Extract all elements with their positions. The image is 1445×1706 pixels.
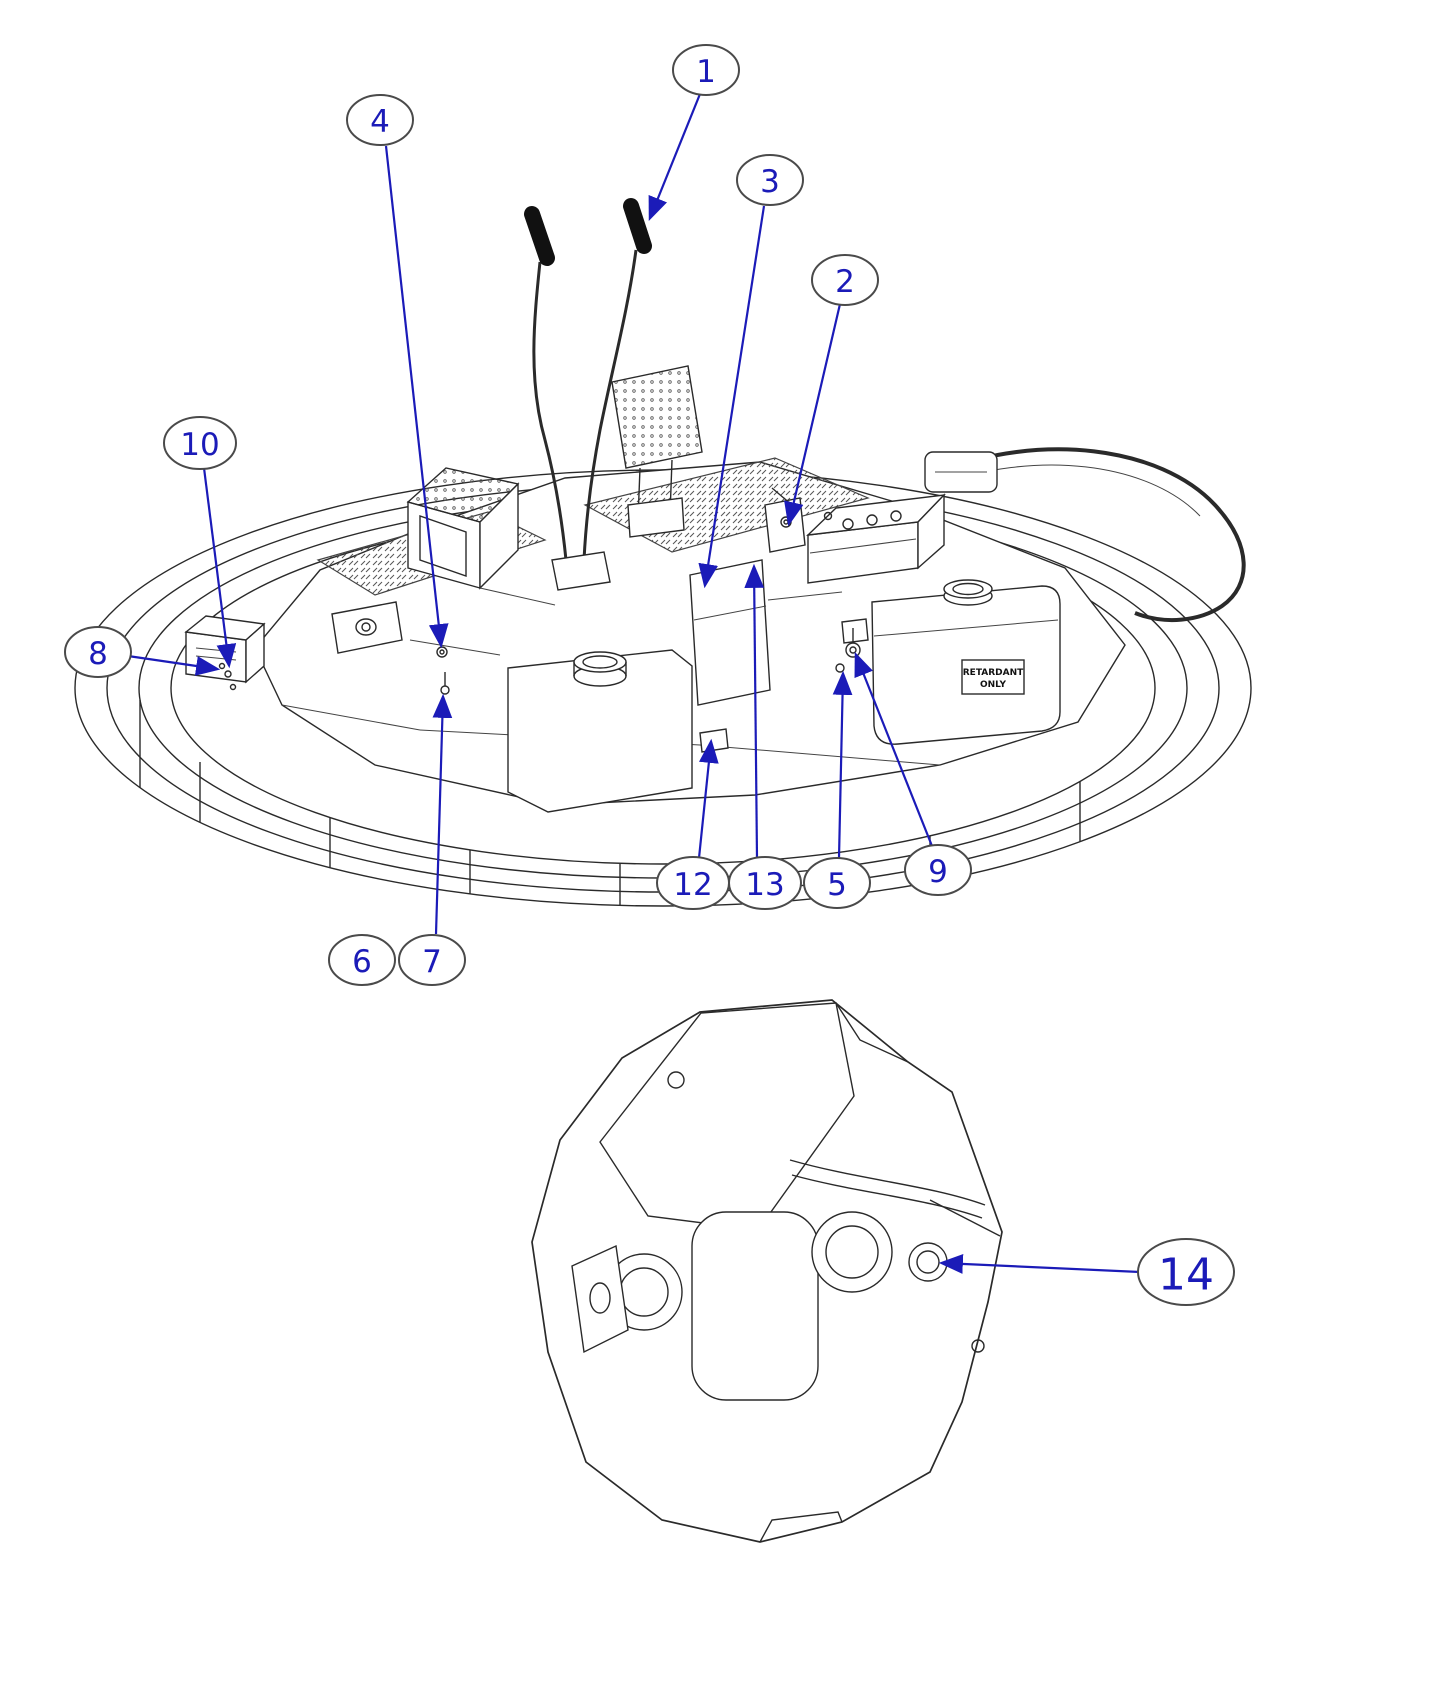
leader-12: [697, 738, 719, 859]
callout-6-label: 6: [352, 944, 372, 980]
battery: [806, 493, 946, 584]
cover-side-hole-callout-14: [908, 1242, 948, 1282]
callout-5-label: 5: [827, 867, 847, 903]
callout-1-label: 1: [696, 54, 716, 90]
right-lever-grip: [623, 198, 652, 254]
callout-12-label: 12: [673, 867, 712, 903]
leader-13: [744, 563, 765, 859]
leader-8: [127, 654, 221, 676]
perforated-stand: [406, 467, 520, 590]
right-lever-shaft: [582, 249, 638, 561]
control-levers: [524, 198, 652, 591]
leader-2: [784, 303, 842, 527]
left-bracket: [331, 601, 403, 654]
trowel-machine-top-view: RETARDANT ONLY: [74, 198, 1252, 907]
clutch-cover-detail-view: [531, 999, 1003, 1543]
callout-13: 13: [728, 856, 802, 910]
leader-14: [938, 1254, 1141, 1274]
callout-5: 5: [803, 857, 871, 909]
callout-13-label: 13: [745, 867, 784, 903]
callout-4-label: 4: [370, 104, 390, 140]
left-lever-grip: [524, 206, 555, 266]
callout-3-label: 3: [760, 164, 780, 200]
right-tank: RETARDANT ONLY: [871, 579, 1061, 745]
left-tank: [507, 649, 693, 813]
callout-9-label: 9: [928, 854, 948, 890]
leader-arrows: [127, 93, 1141, 1274]
leader-3: [698, 205, 766, 589]
cover-center-recess: [691, 1211, 819, 1401]
callout-3: 3: [736, 154, 804, 206]
leader-7: [432, 693, 453, 935]
right-handle-tube: [924, 447, 1246, 623]
retardant-label: RETARDANT ONLY: [961, 659, 1025, 695]
screw-callout-10: [224, 670, 232, 678]
callout-10-label: 10: [180, 427, 219, 463]
leader-4: [384, 145, 449, 649]
leader-5: [832, 670, 853, 859]
leader-1: [648, 93, 702, 222]
left-lever-shaft: [532, 261, 572, 583]
fuel-valve: [767, 591, 869, 673]
retardant-label-line1: RETARDANT: [963, 668, 1024, 678]
callout-6: 6: [328, 934, 396, 986]
callout-14: 14: [1137, 1238, 1235, 1306]
cover-left-bracket: [571, 1244, 629, 1354]
lever-base-bracket: [551, 551, 611, 591]
retardant-label-line2: ONLY: [980, 680, 1007, 690]
callout-9: 9: [904, 844, 972, 896]
foot-pedal: [611, 365, 703, 538]
callout-8: 8: [64, 626, 132, 678]
leader-10: [202, 467, 237, 669]
callout-8-label: 8: [88, 636, 108, 672]
cover-right-port: [811, 1211, 893, 1293]
callout-14-label: 14: [1158, 1250, 1214, 1301]
callout-1: 1: [672, 44, 740, 96]
callout-7-label: 7: [422, 944, 442, 980]
callouts: 1 4 3 2 10 8 6 7: [64, 44, 1235, 1306]
callout-7: 7: [398, 934, 466, 986]
callout-10: 10: [163, 416, 237, 470]
leader-9: [854, 651, 934, 847]
callout-2: 2: [811, 254, 879, 306]
callout-2-label: 2: [835, 264, 855, 300]
callout-12: 12: [656, 856, 730, 910]
cover-top-flap: [599, 1002, 855, 1231]
callout-4: 4: [346, 94, 414, 146]
